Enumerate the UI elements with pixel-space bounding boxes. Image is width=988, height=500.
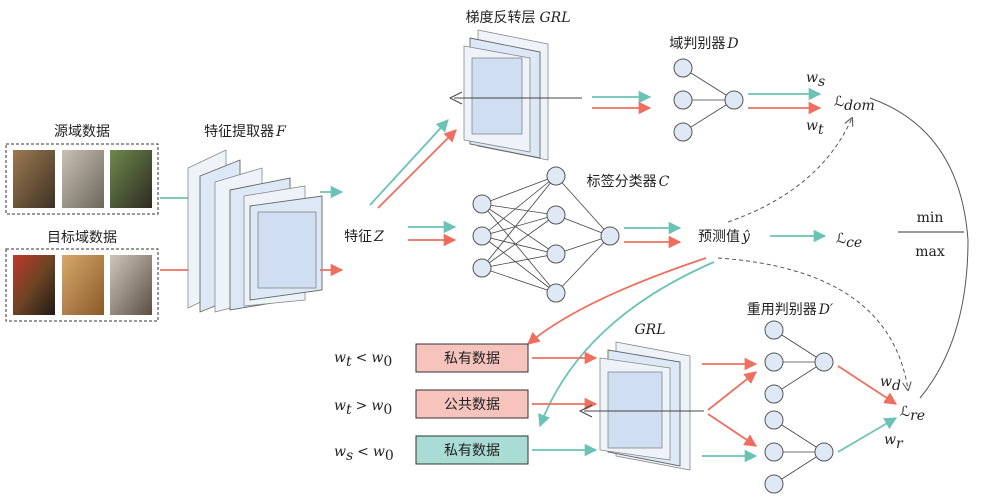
z-to-grl-arrow-target <box>377 129 457 209</box>
data-box-label-1: 公共数据 <box>444 397 500 413</box>
condition-1: wt>w0 <box>334 398 392 418</box>
reuse-bottom-to-lre-arrow <box>837 417 898 453</box>
data-box-label-0: 私有数据 <box>444 351 500 367</box>
pred-to-lre-dashed <box>717 257 908 390</box>
label-classifier-network <box>472 166 620 303</box>
condition-0: wt<w0 <box>334 350 392 370</box>
target-image-wolf <box>110 255 152 315</box>
weight-wt: wt <box>806 118 824 138</box>
target-image-dog <box>62 255 104 315</box>
grl-to-reuse-top-arrow-2 <box>707 371 757 411</box>
reuse-top-to-lre-arrow <box>837 365 898 405</box>
reuse-disc-network-bottom <box>764 410 834 494</box>
weight-wd: wd <box>880 374 901 394</box>
loss-ce: ℒce <box>836 231 862 251</box>
source-data-label: 源域数据 <box>54 124 110 140</box>
max-label: max <box>915 244 945 260</box>
feature-extractor-block <box>187 149 323 313</box>
ldom-to-lre-curve <box>869 97 969 399</box>
reuse-disc-network-top <box>764 320 834 404</box>
target-image-shepherd <box>13 255 55 315</box>
pred-to-private-arrow <box>527 257 707 345</box>
grl-to-reuse-bottom-arrow <box>707 413 758 447</box>
min-label: min <box>917 210 944 226</box>
condition-2: ws<w0 <box>334 444 394 464</box>
loss-dom: ℒdom <box>834 94 875 114</box>
source-image-cat <box>62 150 104 208</box>
source-image-dog <box>13 150 55 208</box>
loss-re: ℒre <box>900 404 925 424</box>
grl-bottom-block <box>578 341 704 471</box>
source-image-raccoon <box>110 150 152 208</box>
source-data-box <box>5 143 159 215</box>
weight-ws: ws <box>806 70 825 90</box>
target-data-label: 目标域数据 <box>47 230 117 246</box>
z-to-grl-arrow-source <box>369 119 449 206</box>
pred-to-source-private-arrow <box>538 261 715 428</box>
grl-top-block <box>448 29 582 161</box>
grl-bottom-label: GRL <box>634 322 665 338</box>
data-box-0: wt<w0 私有数据 <box>334 343 529 373</box>
data-box-label-2: 私有数据 <box>444 443 500 459</box>
pred-to-ldom-dashed <box>727 118 852 223</box>
data-box-1: wt>w0 公共数据 <box>334 389 529 419</box>
target-data-box <box>5 248 159 322</box>
weight-wr: wr <box>884 432 904 452</box>
data-box-2: ws<w0 私有数据 <box>334 435 529 465</box>
domain-disc-network <box>673 58 744 142</box>
